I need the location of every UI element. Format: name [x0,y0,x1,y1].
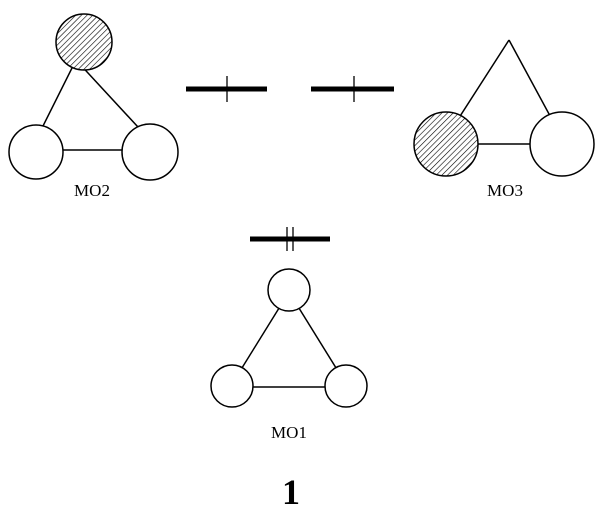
mo1-label: MO1 [271,423,307,442]
mo2-lobe-bottom-right [121,123,179,181]
energy-level-mo1 [250,227,330,251]
mo2-orbital-diagram: MO2 [8,13,179,200]
energy-level-mo2 [186,76,267,102]
mo2-lobe-top-shaded [55,13,113,71]
mo1-lobe-bottom-left [210,364,254,408]
compound-number: 1 [282,472,300,512]
mo3-orbital-diagram: MO3 [413,39,595,200]
mo1-orbital-diagram: MO1 [210,268,368,442]
mo1-lobe-bottom-right [324,364,368,408]
energy-level-mo3 [311,76,394,102]
mo3-lobe-left-shaded [413,111,479,177]
mo1-lobe-top [267,268,311,312]
mo2-lobe-bottom-left [8,124,64,180]
mo3-lobe-right [529,111,595,177]
mo3-label: MO3 [487,181,523,200]
mo2-label: MO2 [74,181,110,200]
